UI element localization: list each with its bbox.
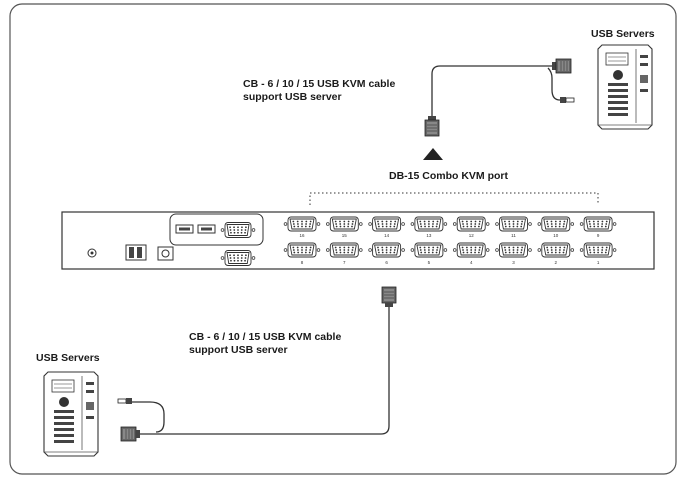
port-number-label: 2: [555, 260, 558, 265]
usb-servers-label-bottom: USB Servers: [36, 352, 100, 364]
power-switch-icon: [125, 244, 147, 261]
kvm-switch-panel: 16 15 14 13 12 11 10 9 8 7 6 5 4 3 2 1: [61, 211, 655, 270]
bottom-row-port-7: [326, 242, 363, 258]
port-number-label: 5: [428, 260, 431, 265]
top-kvm-cable: [424, 58, 575, 137]
bottom-row-port-4: [452, 242, 490, 258]
bottom-row-port-6: [368, 242, 405, 258]
cable-caption-top-line2: support USB server: [243, 91, 342, 103]
bottom-row-port-1: [579, 242, 617, 258]
diagram-frame: [9, 3, 677, 475]
port-number-label: 1: [597, 260, 600, 265]
port-number-label: 8: [301, 260, 304, 265]
port-number-label: 11: [511, 233, 516, 238]
cable-caption-top-line1: CB - 6 / 10 / 15 USB KVM cable: [243, 78, 396, 90]
top-row-port-15: [326, 216, 363, 232]
usb-server-top-icon: [597, 44, 653, 130]
top-cable-server-vga-connector-icon: [552, 58, 572, 74]
bottom-row-port-3: [495, 242, 532, 258]
bottom-kvm-cable: [117, 286, 397, 442]
port-number-label: 13: [426, 233, 432, 238]
usb-servers-label-top: USB Servers: [591, 28, 655, 40]
daisy-vga-connector: [220, 250, 256, 266]
top-cable-usb-plug-icon: [560, 97, 575, 103]
port-number-label: 14: [384, 233, 390, 238]
arrow-up-icon: [423, 148, 443, 160]
port-number-label: 9: [597, 233, 600, 238]
daisy-chain-port-icon: [220, 250, 256, 266]
top-row-port-16: [283, 216, 321, 232]
bottom-row-port-2: [537, 242, 575, 258]
usb-server-bottom-icon: [43, 371, 99, 457]
top-row-port-9: [579, 216, 617, 232]
port-number-label: 3: [512, 260, 515, 265]
cable-caption-bottom-line1: CB - 6 / 10 / 15 USB KVM cable: [189, 331, 342, 343]
port-number-label: 12: [469, 233, 475, 238]
console-usb-port-1-icon: [175, 224, 194, 234]
port-grid: 16 15 14 13 12 11 10 9 8 7 6 5 4 3 2 1: [283, 216, 617, 265]
top-row-port-14: [368, 216, 405, 232]
cable-caption-bottom: CB - 6 / 10 / 15 USB KVM cable support U…: [189, 331, 341, 357]
bottom-row-port-5: [410, 242, 448, 258]
power-socket-icon: [157, 246, 174, 261]
bottom-cable-usb-plug-icon: [117, 398, 132, 404]
top-row-port-11: [495, 216, 532, 232]
console-vga-port-icon: [220, 222, 256, 238]
console-vga-connector: [220, 222, 256, 238]
port-number-label: 7: [343, 260, 346, 265]
top-row-port-13: [410, 216, 448, 232]
console-port-group: [169, 213, 264, 246]
cable-caption-bottom-line2: support USB server: [189, 344, 288, 356]
port-number-label: 4: [470, 260, 473, 265]
bottom-row-port-8: [283, 242, 321, 258]
top-cable-vga-connector-icon: [424, 116, 440, 137]
top-row-port-12: [452, 216, 490, 232]
top-row-port-10: [537, 216, 575, 232]
port-number-label: 15: [342, 233, 348, 238]
port-caption: DB-15 Combo KVM port: [389, 170, 508, 182]
port-number-label: 6: [385, 260, 388, 265]
bottom-cable-server-vga-connector-icon: [120, 426, 140, 442]
bottom-cable-vga-connector-icon: [381, 286, 397, 307]
port-number-label: 10: [553, 233, 559, 238]
port-bracket: [309, 192, 599, 205]
port-number-label: 16: [299, 233, 305, 238]
cable-caption-top: CB - 6 / 10 / 15 USB KVM cable support U…: [243, 78, 395, 104]
console-usb-port-2-icon: [197, 224, 216, 234]
